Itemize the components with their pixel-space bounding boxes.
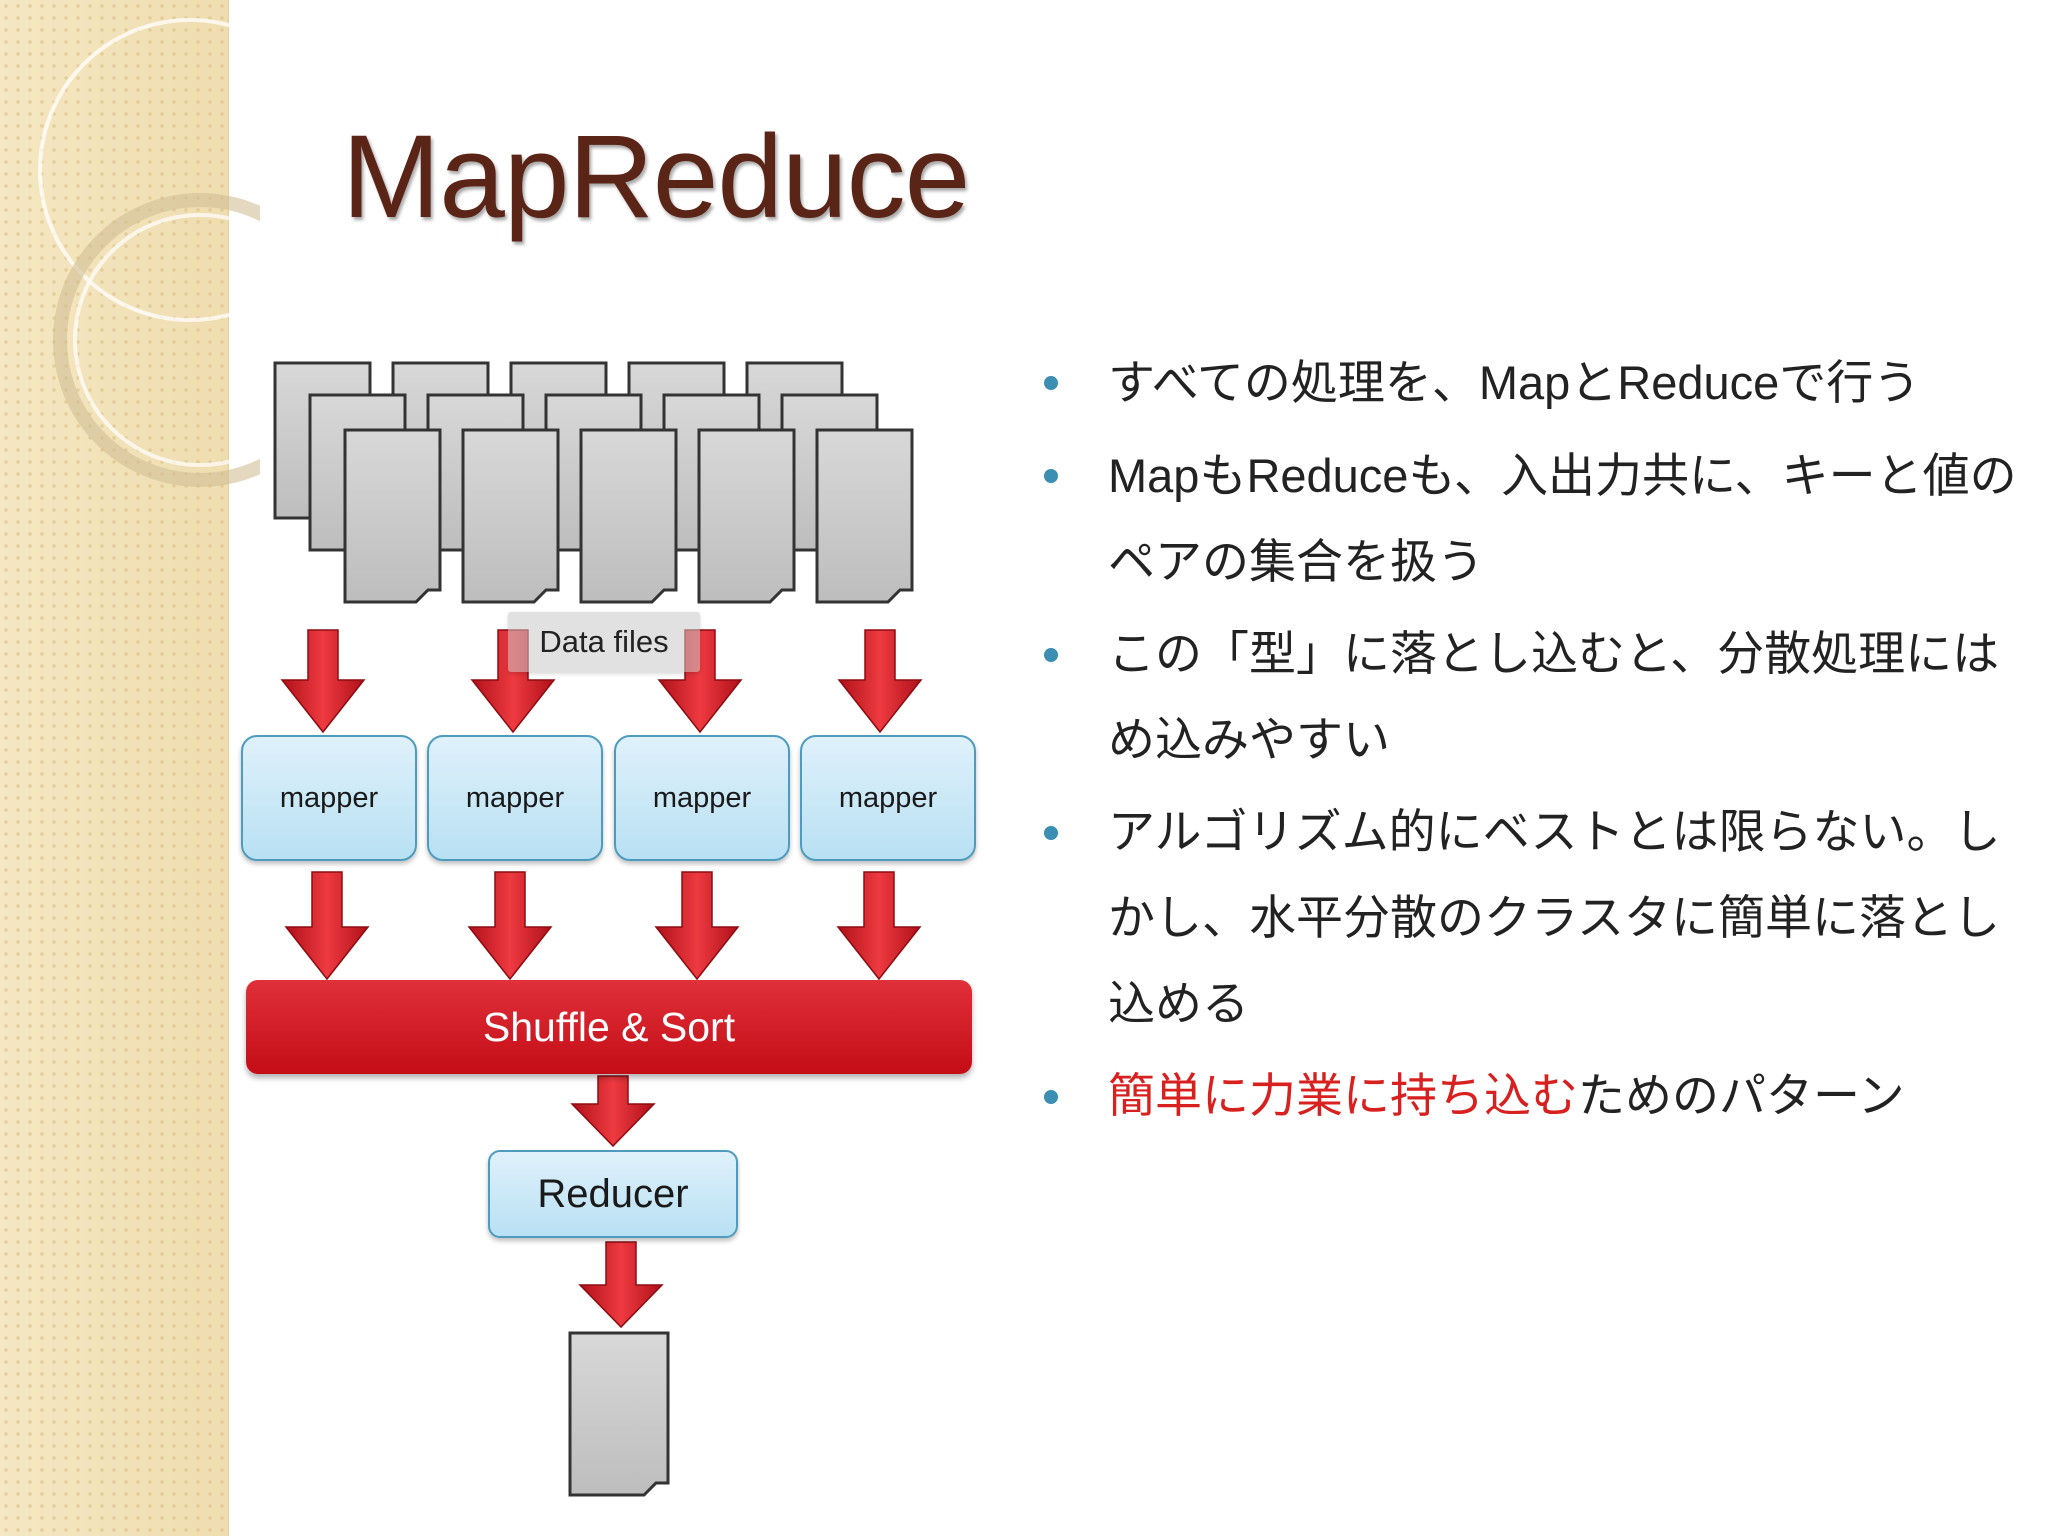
bullet-item-2: MapもReduceも、入出力共に、キーと値のペアの集合を扱う	[1040, 433, 2040, 606]
bullet-dot-icon	[1044, 826, 1058, 840]
highlight-text: 簡単に力業に持ち込む	[1108, 1069, 1578, 1124]
mapper-box-2: mapper	[427, 735, 603, 861]
data-files-stack	[273, 361, 914, 604]
mapper-box-1: mapper	[241, 735, 417, 861]
bullet-dot-icon	[1044, 469, 1058, 483]
bullet-item-4: アルゴリズム的にベストとは限らない。しかし、水平分散のクラスタに簡単に落とし込め…	[1040, 790, 2040, 1048]
bullet-dot-icon	[1044, 376, 1058, 390]
bullet-item-5: 簡単に力業に持ち込むためのパターン	[1040, 1054, 2040, 1140]
bullet-item-3: この「型」に落とし込むと、分散処理にはめ込みやすい	[1040, 612, 2040, 784]
bullet-list: すべての処理を、MapとReduceで行う MapもReduceも、入出力共に、…	[1040, 340, 2040, 1146]
bullet-dot-icon	[1044, 1090, 1058, 1104]
document-icon-row-3	[343, 428, 914, 604]
reducer-box: Reducer	[488, 1150, 738, 1238]
slide-title: MapReduce	[342, 111, 970, 243]
mapper-box-3: mapper	[614, 735, 790, 861]
bullet-dot-icon	[1044, 648, 1058, 662]
mapper-box-4: mapper	[800, 735, 976, 861]
output-document-icon	[568, 1331, 670, 1497]
data-files-label: Data files	[508, 612, 700, 672]
decorative-rings	[38, 18, 260, 487]
shuffle-sort-bar: Shuffle & Sort	[246, 980, 972, 1074]
side-decoration-band	[0, 0, 229, 1536]
bullet-item-1: すべての処理を、MapとReduceで行う	[1040, 340, 2040, 427]
